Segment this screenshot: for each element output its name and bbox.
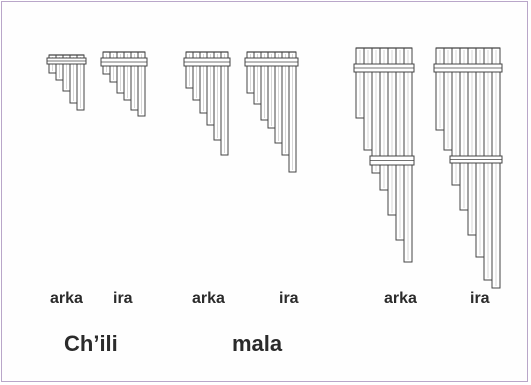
label-mala-ira: ira bbox=[279, 290, 299, 307]
panpipe-1 bbox=[46, 54, 87, 111]
label-chili-ira: ira bbox=[113, 290, 133, 307]
label-group-chili: Ch’ili bbox=[64, 331, 118, 356]
panpipe-2 bbox=[100, 51, 148, 117]
panpipe-3 bbox=[183, 51, 231, 156]
label-chili-arka: arka bbox=[50, 290, 83, 307]
panpipe-4 bbox=[244, 51, 299, 173]
label-group-mala: mala bbox=[232, 331, 283, 356]
panpipe-5 bbox=[353, 47, 415, 263]
label-third-ira: ira bbox=[470, 290, 490, 307]
panpipe-6 bbox=[433, 47, 503, 289]
label-mala-arka: arka bbox=[192, 290, 225, 307]
label-third-arka: arka bbox=[384, 290, 417, 307]
